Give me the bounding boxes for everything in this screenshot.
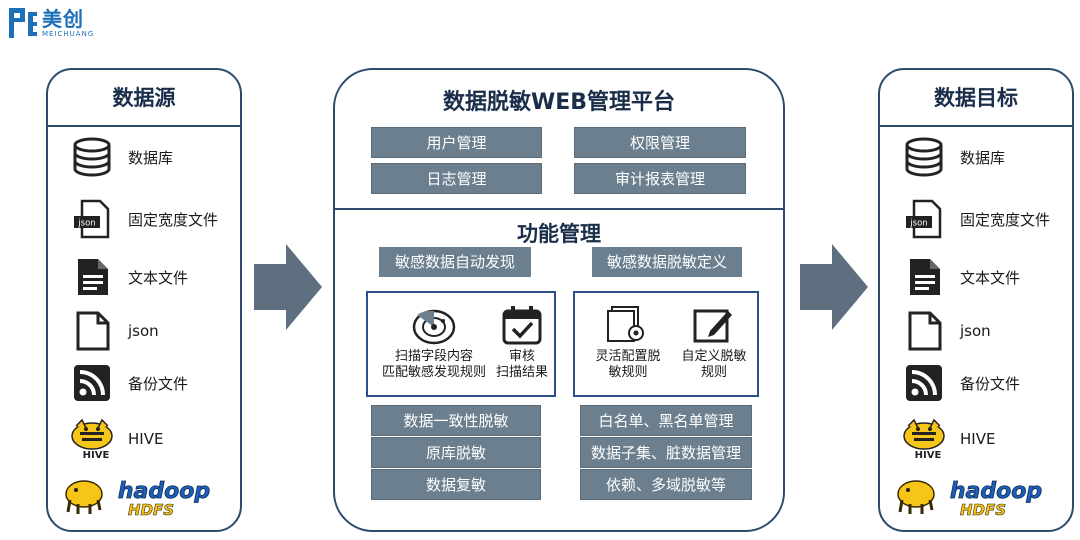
svg-text:HDFS: HDFS — [128, 501, 174, 518]
text-file-icon — [898, 256, 950, 298]
target-item: json — [898, 310, 1068, 352]
source-item-label: 备份文件 — [128, 374, 189, 393]
data-remasking-button[interactable]: 数据复敏 — [371, 469, 541, 500]
section-divider — [335, 208, 783, 210]
user-management-button[interactable]: 用户管理 — [371, 127, 542, 158]
subset-dirty-data-button[interactable]: 数据子集、脏数据管理 — [580, 437, 752, 468]
function-management-title: 功能管理 — [517, 222, 601, 246]
rss-icon — [66, 362, 118, 404]
data-source-panel: 数据源 数据库 json 固定宽度文件文本文件 json 备份文件 HIVE HIVE had… — [46, 68, 242, 532]
source-item-label: 数据库 — [128, 148, 174, 167]
logo-name-en: MEICHUANG — [42, 30, 95, 38]
scan-rule-label: 扫描字段内容 匹配敏感发现规则 — [381, 349, 486, 380]
custom-rule-feature: 自定义脱敏 规则 — [671, 305, 757, 381]
target-item-label: HIVE — [960, 430, 996, 448]
database-icon — [898, 136, 950, 178]
review-result-feature: 审核 扫描结果 — [490, 305, 554, 381]
custom-rule-label: 自定义脱敏 规则 — [681, 349, 747, 380]
json-file-icon: json — [66, 198, 118, 240]
edit-icon — [693, 309, 732, 343]
data-target-title: 数据目标 — [880, 70, 1072, 127]
permission-management-button[interactable]: 权限管理 — [574, 127, 746, 158]
svg-text:json: json — [909, 219, 927, 229]
source-item: json 固定宽度文件 — [66, 198, 236, 240]
svg-text:hadoop: hadoop — [118, 479, 210, 504]
target-item-label: 备份文件 — [960, 374, 1021, 393]
discovery-feature-box: 扫描字段内容 匹配敏感发现规则 审核 扫描结果 — [366, 291, 556, 397]
audit-report-management-button[interactable]: 审计报表管理 — [574, 163, 746, 194]
calendar-check-icon — [502, 306, 542, 345]
svg-text:hadoop: hadoop — [950, 479, 1042, 504]
flexible-config-feature: 灵活配置脱 敏规则 — [585, 305, 671, 381]
source-item-label: json — [128, 322, 159, 340]
meichuang-logo-icon — [8, 6, 38, 40]
rss-icon — [898, 362, 950, 404]
config-docs-icon — [607, 306, 644, 342]
flow-arrow-right-icon — [254, 244, 322, 330]
target-item-label: json — [960, 322, 991, 340]
log-management-button[interactable]: 日志管理 — [371, 163, 542, 194]
svg-text:HIVE: HIVE — [83, 450, 110, 460]
target-item: 文本文件 — [898, 256, 1068, 298]
source-item-label: 固定宽度文件 — [128, 210, 219, 229]
brand-logo: 美创 MEICHUANG — [8, 6, 94, 40]
flow-arrow-right-icon — [800, 244, 868, 330]
logo-name-cn: 美创 — [42, 7, 84, 31]
scan-rule-feature: 扫描字段内容 匹配敏感发现规则 — [378, 305, 490, 381]
source-item: HIVE HIVE — [66, 418, 236, 460]
target-item: 备份文件 — [898, 362, 1068, 404]
in-place-masking-button[interactable]: 原库脱敏 — [371, 437, 541, 468]
hive-logo-icon: HIVE — [66, 418, 118, 460]
radar-scan-icon — [412, 309, 456, 345]
data-target-panel: 数据目标 数据库 json 固定宽度文件文本文件 json 备份文件 HIVE HIVE ha… — [878, 68, 1074, 532]
source-item: json — [66, 310, 236, 352]
svg-text:HDFS: HDFS — [960, 501, 1006, 518]
source-item: 数据库 — [66, 136, 236, 178]
masking-definition-heading[interactable]: 敏感数据脱敏定义 — [592, 247, 742, 277]
blank-file-icon — [66, 310, 118, 352]
json-file-icon: json — [898, 198, 950, 240]
target-item-label: 固定宽度文件 — [960, 210, 1051, 229]
target-item-label: 文本文件 — [960, 268, 1021, 287]
database-icon — [66, 136, 118, 178]
source-item: 文本文件 — [66, 256, 236, 298]
svg-text:HIVE: HIVE — [915, 450, 942, 460]
target-item: 数据库 — [898, 136, 1068, 178]
target-item-label: 数据库 — [960, 148, 1006, 167]
platform-title: 数据脱敏WEB管理平台 — [442, 90, 676, 115]
whitelist-blacklist-button[interactable]: 白名单、黑名单管理 — [580, 405, 752, 436]
review-result-label: 审核 扫描结果 — [495, 349, 548, 380]
source-item-label: HIVE — [128, 430, 164, 448]
svg-text:json: json — [77, 219, 95, 229]
target-item: HIVE HIVE — [898, 418, 1068, 460]
hive-logo-icon: HIVE — [898, 418, 950, 460]
flexible-config-label: 灵活配置脱 敏规则 — [595, 349, 661, 380]
data-source-title: 数据源 — [48, 70, 240, 127]
definition-feature-box: 灵活配置脱 敏规则 自定义脱敏 规则 — [573, 291, 759, 397]
blank-file-icon — [898, 310, 950, 352]
text-file-icon — [66, 256, 118, 298]
sensitive-discovery-heading[interactable]: 敏感数据自动发现 — [379, 247, 531, 277]
masking-platform-panel: 数据脱敏WEB管理平台 用户管理 权限管理 日志管理 审计报表管理 功能管理 敏… — [333, 68, 785, 532]
source-item-label: 文本文件 — [128, 268, 189, 287]
consistent-masking-button[interactable]: 数据一致性脱敏 — [371, 405, 541, 436]
source-item: 备份文件 — [66, 362, 236, 404]
target-item: json 固定宽度文件 — [898, 198, 1068, 240]
dependency-multidomain-button[interactable]: 依赖、多域脱敏等 — [580, 469, 752, 500]
